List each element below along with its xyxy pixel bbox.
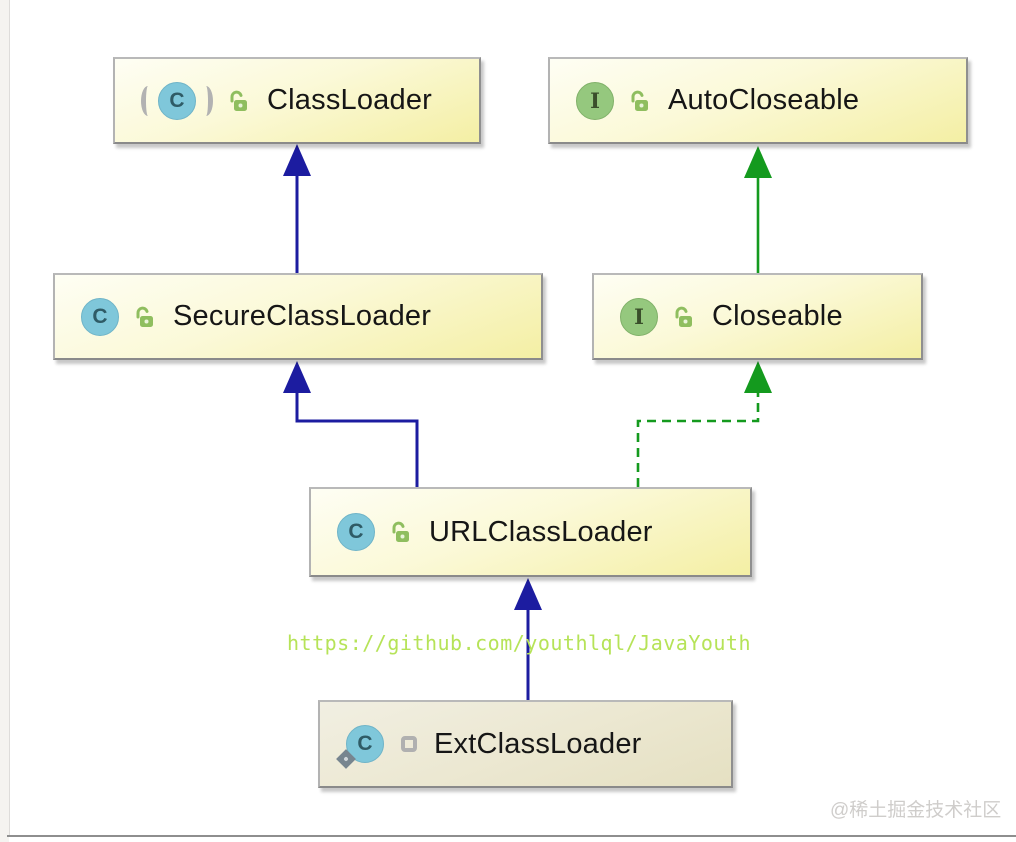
- class-name-label: SecureClassLoader: [173, 300, 432, 332]
- public-lock-icon: [136, 306, 153, 327]
- public-lock-icon: [392, 521, 409, 542]
- public-lock-icon: [631, 90, 648, 111]
- interface-icon: I: [576, 81, 614, 120]
- class-letter-badge: C: [337, 513, 375, 551]
- class-icon: C: [337, 513, 375, 551]
- interface-icon: I: [620, 297, 658, 336]
- class-name-label: Closeable: [712, 300, 843, 332]
- arrow-closeable-extends-autocloseable: [744, 146, 772, 273]
- class-node-secureclassloader[interactable]: C SecureClassLoader: [53, 273, 543, 360]
- static-class-icon: C: [336, 725, 384, 769]
- class-letter-badge: C: [81, 297, 119, 336]
- frame-bottom-line: [7, 835, 1016, 837]
- class-node-classloader[interactable]: C ClassLoader: [113, 57, 481, 144]
- class-name-label: URLClassLoader: [429, 515, 653, 548]
- class-node-urlclassloader[interactable]: C URLClassLoader: [309, 487, 752, 577]
- frame-left-line: [9, 0, 10, 837]
- package-local-icon: [401, 736, 417, 752]
- interface-letter-badge: I: [620, 297, 658, 336]
- frame-left-background: [0, 0, 9, 842]
- arrow-urlclassloader-implements-closeable: [636, 361, 772, 487]
- class-node-autocloseable[interactable]: I AutoCloseable: [548, 57, 968, 144]
- class-name-label: AutoCloseable: [668, 84, 860, 116]
- interface-letter-badge: I: [576, 81, 614, 120]
- class-node-extclassloader[interactable]: C ExtClassLoader: [318, 700, 733, 788]
- class-name-label: ExtClassLoader: [434, 727, 642, 760]
- class-letter-badge: C: [346, 725, 384, 763]
- class-icon: C: [81, 297, 119, 336]
- juejin-community-watermark: @稀土掘金技术社区: [830, 800, 1002, 821]
- public-lock-icon: [675, 306, 692, 327]
- static-marker-dot: [343, 756, 349, 762]
- github-url-watermark: https://github.com/youthlql/JavaYouth: [287, 631, 752, 655]
- class-node-closeable[interactable]: I Closeable: [592, 273, 923, 360]
- abstract-marker-left: [141, 85, 155, 116]
- arrow-secureclassloader-extends-classloader: [283, 144, 311, 273]
- public-lock-icon: [230, 90, 247, 111]
- abstract-class-icon: C: [141, 81, 213, 120]
- abstract-marker-right: [199, 85, 213, 116]
- class-letter-badge: C: [158, 81, 196, 120]
- arrow-urlclassloader-extends-secureclassloader: [283, 361, 419, 487]
- class-name-label: ClassLoader: [267, 84, 433, 116]
